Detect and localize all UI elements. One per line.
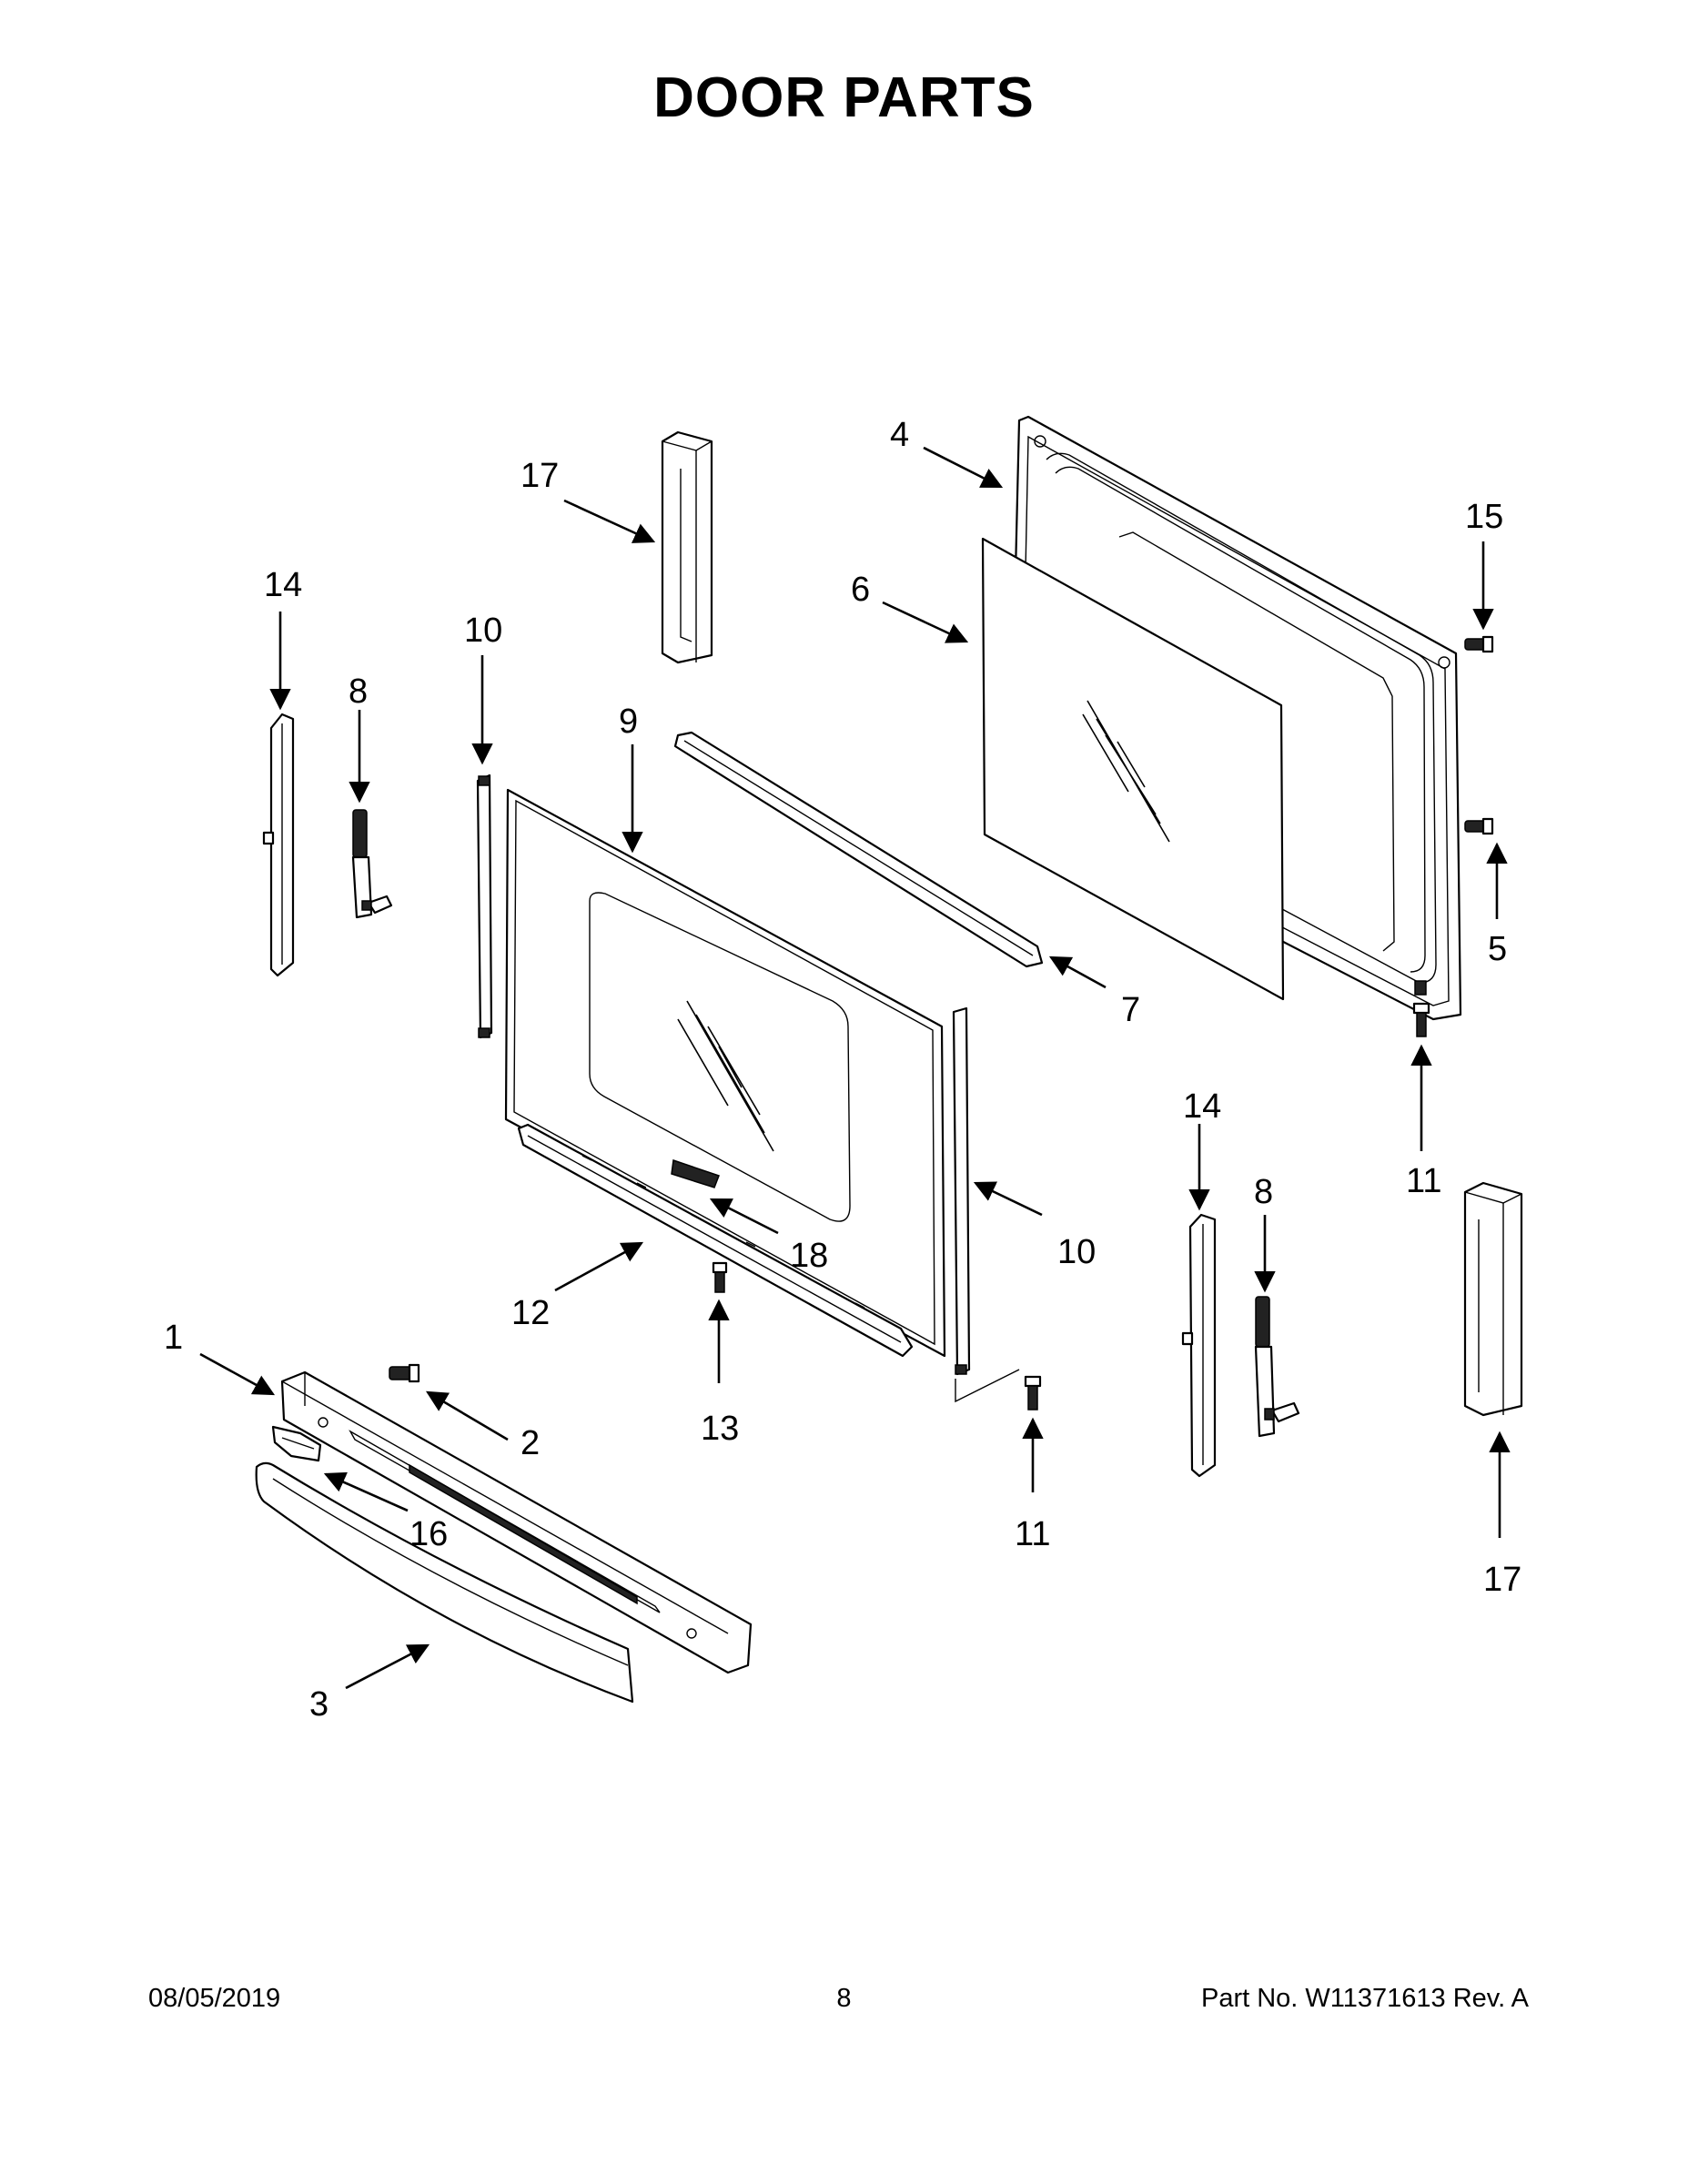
callout-17-top: 17 (521, 457, 559, 495)
screw-11-bottom (1024, 1375, 1042, 1410)
door-trim (673, 731, 1044, 968)
screw-11-right (1412, 1002, 1430, 1037)
callout-4: 4 (890, 416, 909, 454)
callout-6: 6 (851, 571, 870, 609)
insulation-channel-top (661, 430, 713, 664)
inner-glass (981, 537, 1285, 1001)
callout-labels: 4 17 15 14 6 10 8 9 5 7 14 11 8 18 10 12… (164, 416, 1521, 1724)
screw-15 (1464, 635, 1494, 653)
callout-10-left: 10 (464, 612, 502, 650)
callout-1: 1 (164, 1319, 183, 1357)
callout-12: 12 (511, 1294, 550, 1332)
brand-logo (671, 1158, 720, 1188)
screw-13 (712, 1261, 728, 1293)
callout-17-bottom: 17 (1483, 1561, 1521, 1599)
door-side-strip-left (476, 774, 493, 1039)
handle-end-cap (271, 1425, 322, 1462)
footer-page-number: 8 (836, 1984, 852, 2013)
outer-door-frame (504, 788, 946, 1358)
page-title: DOOR PARTS (653, 66, 1035, 129)
door-handle (255, 1461, 634, 1704)
hinge-right (1254, 1296, 1300, 1438)
callout-11-right: 11 (1406, 1162, 1441, 1200)
bottom-door-channel (517, 1123, 914, 1358)
callout-18: 18 (790, 1237, 828, 1275)
screw-5 (1464, 817, 1494, 835)
callout-5: 5 (1488, 930, 1507, 968)
footer-date: 08/05/2019 (148, 1984, 281, 2013)
callout-2: 2 (521, 1424, 540, 1462)
insulation-channel-bottom (1463, 1181, 1523, 1417)
leader-lines (199, 446, 1511, 1690)
callout-8-left: 8 (349, 672, 368, 711)
callout-9: 9 (619, 703, 638, 741)
callout-13: 13 (701, 1410, 739, 1448)
callout-14-left: 14 (264, 566, 302, 604)
callout-16: 16 (409, 1515, 448, 1553)
callout-15: 15 (1465, 498, 1503, 536)
callout-3: 3 (309, 1685, 329, 1724)
hinge-receptacle-right (1181, 1213, 1217, 1478)
callout-11-bottom: 11 (1015, 1515, 1050, 1553)
footer-part-number: Part No. W11371613 Rev. A (1200, 1984, 1529, 2013)
screw-2 (389, 1363, 420, 1383)
callout-10-right: 10 (1057, 1233, 1096, 1271)
door-top-trim (280, 1370, 753, 1674)
hinge-receptacle-left (262, 713, 295, 977)
hinge-left (351, 809, 393, 919)
callout-8-right: 8 (1254, 1173, 1273, 1211)
callout-7: 7 (1121, 991, 1140, 1029)
door-side-strip-right (952, 1006, 1020, 1403)
callout-14-right: 14 (1183, 1087, 1221, 1126)
